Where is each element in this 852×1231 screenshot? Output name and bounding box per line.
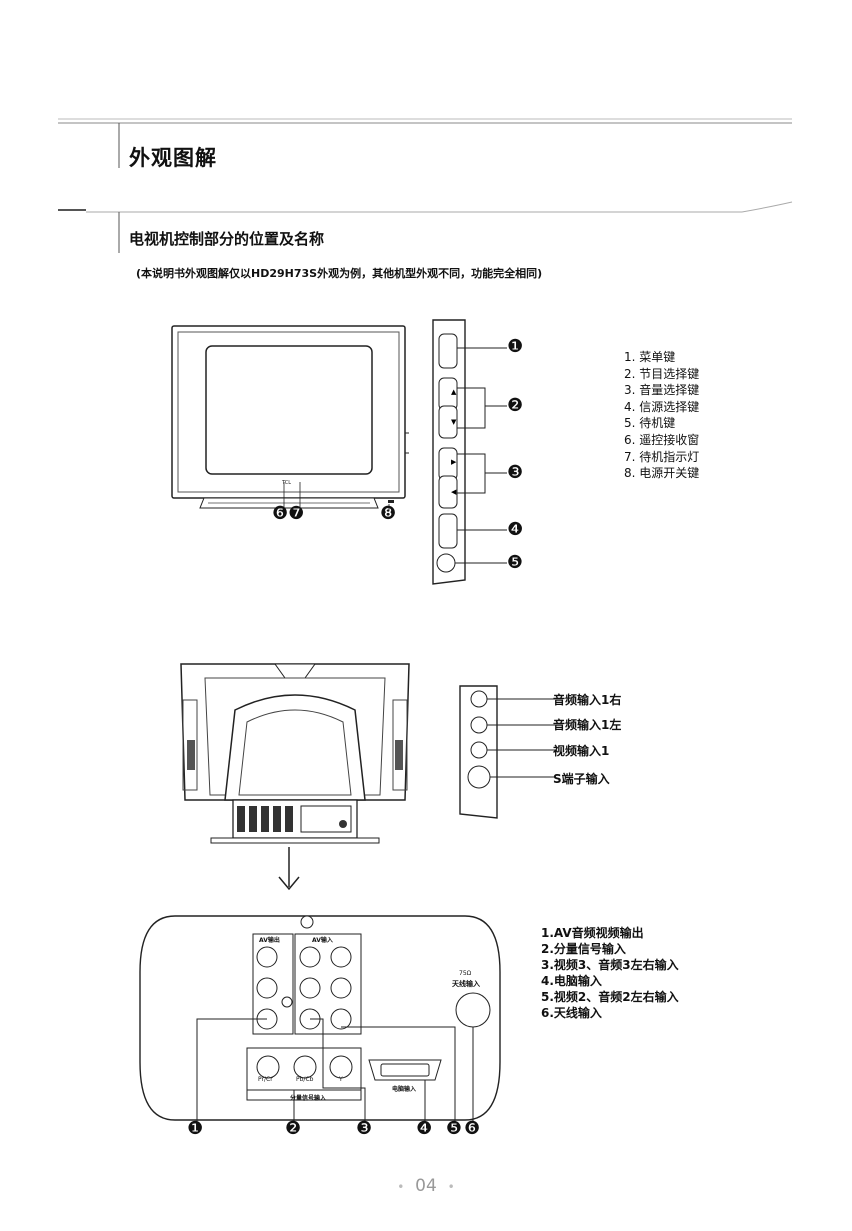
arrow-down-icon [278,847,300,891]
list-item: 3.视频3、音频3左右输入 [541,958,679,972]
page-footer: • 04 • [397,1176,455,1196]
side-input-label: 音频输入1左 [553,718,622,732]
rear-marker-1-icon: ❶ [187,1118,204,1139]
list-item: 6. 遥控接收窗 [624,432,700,447]
panel-marker-5-icon: ❺ [507,552,524,573]
svg-text:◀: ◀ [451,488,457,496]
list-item: 5. 待机键 [624,416,676,431]
panel-marker-4-icon: ❹ [507,519,524,540]
page-number: 04 [415,1176,437,1196]
av-out-label: AV输出 [259,937,280,944]
antenna-ohm-label: 75Ω [459,970,472,977]
list-item: 2. 节目选择键 [624,366,700,381]
panel-marker-1-icon: ❶ [507,336,524,357]
front-controls-list: 1. 菜单键 2. 节目选择键 3. 音量选择键 4. 信源选择键 5. 待机键… [624,349,699,482]
pb-label: Pb/Cb [296,1076,314,1083]
panel-marker-3-icon: ❸ [507,462,524,483]
rear-marker-3-icon: ❸ [356,1118,373,1139]
side-input-label: 视频输入1 [553,744,610,758]
list-item: 1. 菜单键 [624,350,676,364]
section-title: 电视机控制部分的位置及名称 [129,230,325,248]
pr-label: Pr/Cr [258,1076,273,1083]
model-note: (本说明书外观图解仅以HD29H73S外观为例，其他机型外观不同，功能完全相同) [136,267,543,280]
rear-marker-2-icon: ❷ [285,1118,302,1139]
side-input-panel-illustration [459,685,555,819]
rear-inputs-list: 1.AV音频视频输出 2.分量信号输入 3.视频3、音频3左右输入 4.电脑输入… [541,925,679,1021]
rear-marker-6-icon: ❻ [464,1118,481,1139]
rear-marker-5-icon: ❺ [446,1118,463,1139]
list-item: 7. 待机指示灯 [624,449,700,464]
marker-6-icon: ❻ [272,503,289,524]
rear-marker-4-icon: ❹ [416,1118,433,1139]
pc-in-label: 电脑输入 [392,1086,417,1093]
antenna-label: 天线输入 [452,980,480,988]
list-item: 3. 音量选择键 [624,383,700,398]
svg-text:TCL: TCL [281,480,291,486]
list-item: 4. 信源选择键 [624,399,700,414]
list-item: 8. 电源开关键 [624,466,700,481]
list-item: 1.AV音频视频输出 [541,926,644,940]
marker-8-icon: ❽ [380,503,397,524]
panel-marker-2-icon: ❷ [507,395,524,416]
rear-input-board-illustration [139,915,501,1122]
svg-text:▼: ▼ [451,418,457,426]
page-title: 外观图解 [129,146,217,170]
side-input-label: S端子输入 [553,772,610,786]
control-panel-illustration: ▲ ▼ ▶ ◀ [432,319,507,585]
list-item: 2.分量信号输入 [541,942,626,956]
list-item: 4.电脑输入 [541,974,602,988]
list-item: 6.天线输入 [541,1006,602,1020]
side-input-label: 音频输入1右 [553,693,622,707]
svg-text:▲: ▲ [451,388,457,396]
tv-front-illustration: TCL [171,325,409,510]
y-label: Y [339,1076,343,1083]
header-rules [58,118,793,253]
component-label: 分量信号输入 [290,1095,327,1102]
marker-7-icon: ❼ [288,503,305,524]
tv-rear-illustration [180,663,410,844]
svg-text:▶: ▶ [451,458,457,466]
list-item: 5.视频2、音频2左右输入 [541,990,679,1004]
av-in-label: AV输入 [312,937,333,944]
